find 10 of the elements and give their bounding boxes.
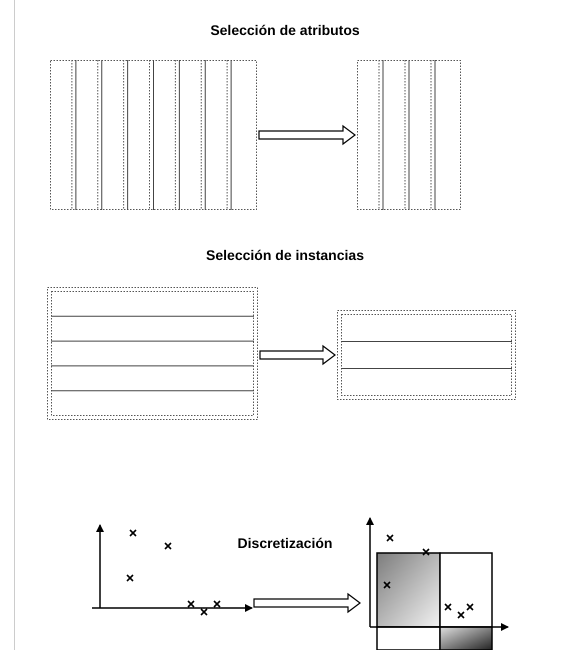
column-table-drawing — [357, 60, 461, 210]
row-table-drawing — [47, 287, 258, 420]
block-arrow — [259, 344, 336, 366]
section-heading: Discretización — [238, 535, 332, 551]
section-heading: Selección de atributos — [210, 22, 360, 38]
block-arrow — [253, 592, 361, 614]
block-arrow — [258, 124, 356, 146]
column-table-drawing — [50, 60, 257, 210]
section-heading: Selección de instancias — [206, 247, 364, 263]
row-table-drawing — [337, 310, 516, 400]
